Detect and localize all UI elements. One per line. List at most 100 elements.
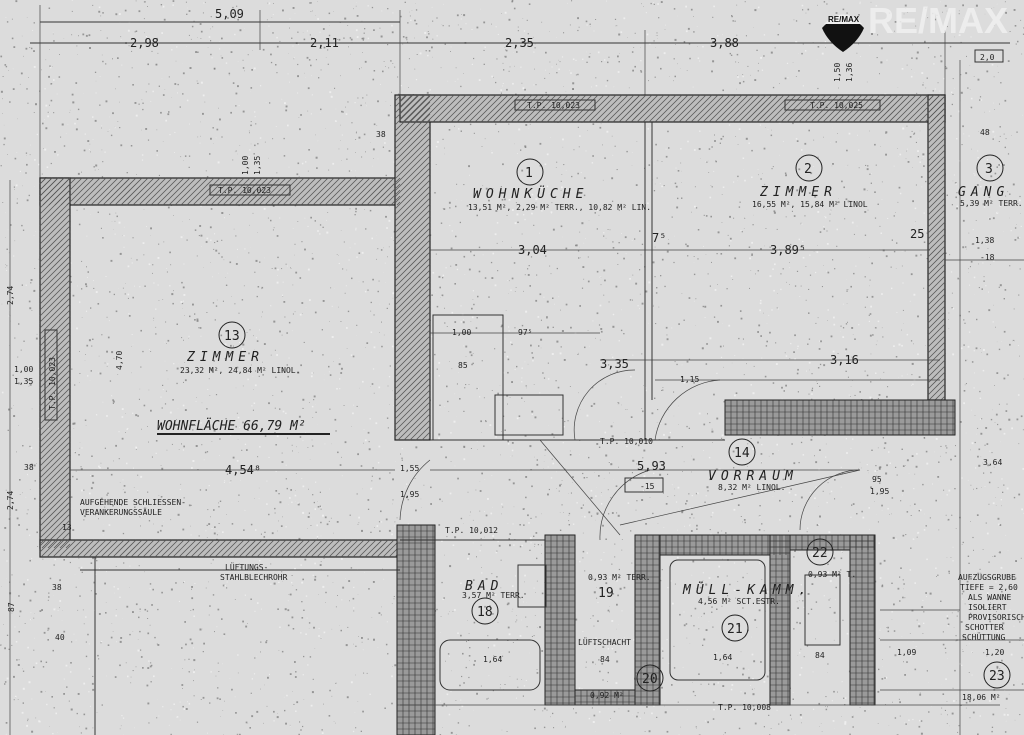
wall-hatch — [53, 531, 71, 549]
room-name-21: MÜLL-KAMM. — [682, 581, 811, 598]
wall-hatch — [84, 177, 113, 206]
dim-label: 1,15 — [680, 375, 699, 384]
room-area-21: 4,56 M² SCT.ESTR. — [698, 597, 780, 606]
wall-hatch — [372, 177, 401, 206]
wall-hatch — [66, 177, 95, 206]
wall-hatch — [186, 177, 215, 206]
wall-hatch — [708, 94, 737, 123]
room-area-23: 18,06 M² — [962, 693, 1001, 702]
wall-hatch — [394, 119, 431, 156]
wall-hatch — [39, 539, 47, 547]
wall-hatch — [399, 94, 419, 114]
dim-label: 7⁵ — [652, 231, 666, 245]
wall-hatch — [39, 405, 71, 437]
wall-hatch — [202, 539, 221, 558]
wall-hatch — [39, 513, 71, 545]
wall-hatch — [394, 323, 431, 360]
wall-hatch — [394, 257, 431, 294]
wall-hatch — [927, 377, 946, 396]
wall-hatch — [39, 429, 71, 461]
room-number-14: 14 — [734, 446, 750, 461]
wall-hatch — [342, 177, 371, 206]
wall-hatch — [444, 94, 473, 123]
wall-hatch — [927, 359, 946, 378]
wall-hatch — [166, 539, 185, 558]
wall-hatch — [927, 131, 946, 150]
wall-hatch — [64, 539, 83, 558]
dim-label: 4,70 — [115, 351, 124, 370]
wall-hatch — [394, 113, 431, 150]
wall-hatch — [168, 177, 197, 206]
dim-label: 1,09 — [897, 648, 916, 657]
dim-label: 48 — [980, 128, 990, 137]
wall-hatch — [132, 177, 161, 206]
dim-label: 25 — [910, 227, 924, 241]
wall-hatch — [40, 539, 59, 558]
wall-hatch — [420, 94, 449, 123]
wall-hatch — [39, 291, 71, 323]
wall-hatch — [142, 539, 161, 558]
wall-hatch — [268, 539, 287, 558]
wall-hatch — [360, 177, 389, 206]
dim-label: 1,95 — [400, 490, 419, 499]
wall-hatch — [96, 177, 125, 206]
wall-hatch — [39, 201, 71, 233]
wall-hatch — [870, 94, 899, 123]
room-area-20: 0,92 M² — [590, 691, 624, 700]
wall-hatch — [112, 539, 131, 558]
wall-hatch — [348, 177, 377, 206]
wall-hatch — [927, 311, 946, 330]
wall-hatch — [52, 539, 71, 558]
wall-hatch — [394, 185, 431, 222]
window-label: T.P. 10,010 — [600, 437, 653, 446]
wall-hatch — [927, 341, 946, 360]
dim-label: 1,00 — [452, 328, 471, 337]
window-label: T.P. 10,012 — [445, 526, 498, 535]
dim-label: 13 — [62, 523, 72, 532]
wall-hatch — [130, 539, 149, 558]
wall-hatch — [624, 94, 653, 123]
wall-hatch — [39, 539, 53, 553]
wall-hatch — [660, 94, 689, 123]
wall-hatch — [394, 317, 431, 354]
wall-hatch — [294, 177, 323, 206]
wall-hatch — [618, 94, 647, 123]
wall-hatch — [39, 483, 71, 515]
total-living-area: WOHNFLÄCHE 66,79 M² — [157, 418, 306, 434]
dim-overall: 5,09 — [215, 7, 244, 21]
wall-hatch — [39, 489, 71, 521]
wall-hatch — [88, 539, 107, 558]
room-area-1: 13,51 M², 2,29 M² TERR., 10,82 M² LIN. — [468, 203, 651, 212]
room-number-20: 20 — [642, 672, 658, 687]
wall-hatch — [432, 94, 461, 123]
wall-hatch — [480, 94, 509, 123]
wall-hatch — [666, 94, 695, 123]
wall-hatch — [394, 389, 431, 426]
dim-label: 84 — [600, 655, 610, 664]
wall-hatch — [310, 539, 329, 558]
wall-hatch — [39, 267, 71, 299]
wall-hatch — [312, 177, 341, 206]
wall-hatch — [39, 225, 71, 257]
room-area-18: 3,57 M² TERR. — [462, 591, 525, 600]
wall-hatch — [630, 94, 659, 123]
wall-hatch — [582, 94, 611, 123]
wall-hatch — [394, 155, 431, 192]
wall-hatch — [108, 177, 137, 206]
wall-hatch — [732, 94, 761, 123]
wall-hatch — [394, 359, 431, 396]
wall-hatch — [58, 539, 77, 558]
wall-hatch — [94, 539, 113, 558]
wall-hatch — [39, 423, 71, 455]
wall-hatch — [318, 177, 347, 206]
note-right-3: ALS WANNE — [968, 593, 1012, 602]
note-vent-2: STAHLBLECHROHR — [220, 573, 288, 582]
wall-hatch — [927, 94, 941, 108]
wall-hatch — [394, 137, 431, 174]
dim-label: 87 — [7, 602, 16, 612]
wall-hatch — [244, 539, 263, 558]
wall-hatch — [124, 539, 143, 558]
room-number-1: 1 — [525, 166, 533, 181]
wall-hatch — [426, 94, 455, 123]
